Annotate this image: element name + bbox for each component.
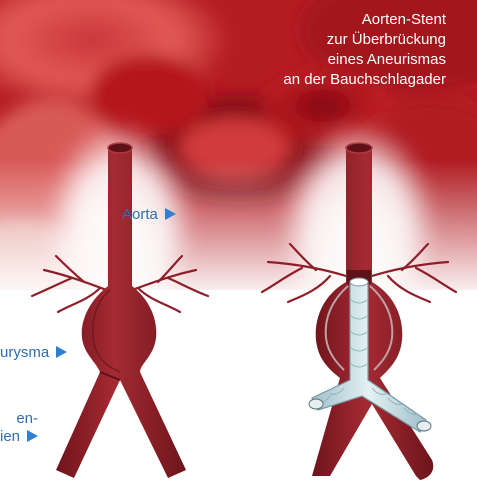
title-line-1: Aorten-Stent [283,10,446,30]
title-line-3: eines Aneurismas [283,50,446,70]
label-aneurysma-text: urysma [0,344,49,361]
triangle-right-icon [165,208,176,220]
label-aorta: Aorta [122,206,176,224]
triangle-right-icon [27,430,38,442]
label-arterien: en- ien [0,410,38,446]
triangle-right-icon [56,346,67,358]
label-arterien-line-2: ien [0,428,20,445]
label-arterien-line-1: en- [0,410,38,428]
aorta-with-stent [262,143,456,480]
title-line-4: an der Bauchschlagader [283,70,446,90]
title-line-2: zur Überbrückung [283,30,446,50]
label-aorta-text: Aorta [122,206,158,223]
aorta-with-aneurysm [32,143,208,478]
label-aneurysma: urysma [0,344,67,362]
title-block: Aorten-Stent zur Überbrückung eines Aneu… [283,10,446,90]
